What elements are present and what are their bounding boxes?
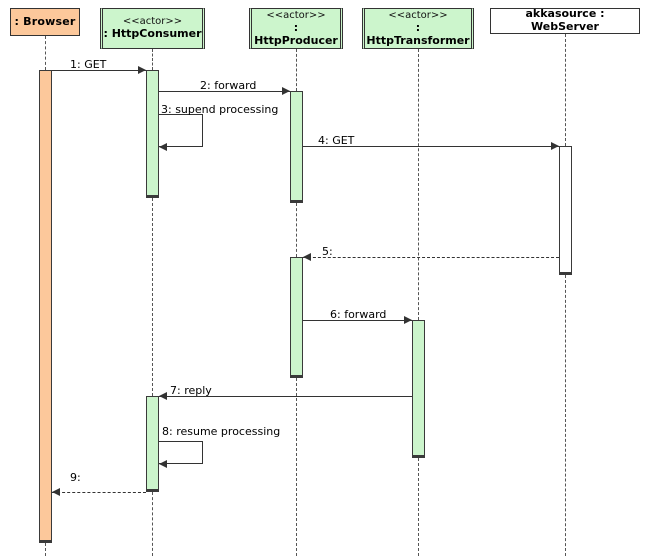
message-label-1: 1: GET bbox=[70, 58, 107, 71]
participant-name: : HttpTransformer bbox=[366, 21, 470, 47]
message-line-1 bbox=[52, 70, 146, 71]
participant-browser: : Browser bbox=[10, 8, 80, 36]
lifeline-browser bbox=[45, 543, 46, 556]
message-label-4: 4: GET bbox=[318, 134, 355, 147]
lifeline-httpconsumer bbox=[152, 492, 153, 556]
participant-httpconsumer: <<actor>>: HttpConsumer bbox=[100, 8, 205, 49]
message-label-5: 5: bbox=[322, 245, 333, 258]
arrowhead-6 bbox=[404, 316, 412, 324]
lifeline-httpconsumer bbox=[152, 198, 153, 396]
lifeline-httpconsumer bbox=[152, 49, 153, 70]
activation-act-consumer-2 bbox=[146, 396, 159, 492]
message-line-4 bbox=[303, 146, 559, 147]
lifeline-httpproducer bbox=[296, 203, 297, 257]
participant-stereotype: <<actor>> bbox=[388, 9, 448, 21]
lifeline-webserver bbox=[565, 34, 566, 146]
participant-name: akkasource : WebServer bbox=[525, 7, 605, 33]
arrowhead-5 bbox=[303, 253, 311, 261]
message-label-8: 8: resume processing bbox=[162, 425, 281, 438]
message-label-7: 7: reply bbox=[170, 384, 212, 397]
self-message-3 bbox=[159, 114, 203, 147]
participant-stereotype: <<actor>> bbox=[122, 15, 183, 27]
lifeline-webserver bbox=[565, 275, 566, 556]
arrowhead-4 bbox=[551, 142, 559, 150]
arrowhead-2 bbox=[282, 87, 290, 95]
activation-act-transformer-1 bbox=[412, 320, 425, 458]
activation-act-browser bbox=[39, 70, 52, 543]
message-label-6: 6: forward bbox=[330, 308, 387, 321]
activation-act-consumer-1 bbox=[146, 70, 159, 198]
lifeline-httptransformer bbox=[418, 458, 419, 556]
arrowhead-9 bbox=[52, 488, 60, 496]
participant-name: : HttpConsumer bbox=[103, 27, 202, 41]
arrowhead-7 bbox=[159, 392, 167, 400]
participant-httpproducer: <<actor>>: HttpProducer bbox=[249, 8, 343, 49]
arrowhead-1 bbox=[138, 66, 146, 74]
participant-name: : HttpProducer bbox=[254, 21, 338, 47]
lifeline-browser bbox=[45, 36, 46, 70]
message-line-6 bbox=[303, 320, 412, 321]
lifeline-httpproducer bbox=[296, 49, 297, 91]
message-label-2: 2: forward bbox=[200, 79, 257, 92]
participant-name: : Browser bbox=[14, 14, 76, 28]
arrowhead-3 bbox=[159, 143, 167, 151]
activation-act-producer-1 bbox=[290, 91, 303, 203]
message-line-5 bbox=[303, 257, 559, 258]
message-label-3: 3: supend processing bbox=[161, 103, 279, 116]
message-line-2 bbox=[159, 91, 290, 92]
activation-act-producer-2 bbox=[290, 257, 303, 378]
participant-httptransformer: <<actor>>: HttpTransformer bbox=[362, 8, 474, 49]
activation-act-webserver-1 bbox=[559, 146, 572, 275]
message-label-9: 9: bbox=[70, 471, 81, 484]
participant-webserver: akkasource : WebServer bbox=[490, 7, 640, 34]
message-line-7 bbox=[159, 396, 412, 397]
self-message-8 bbox=[159, 441, 203, 464]
participant-stereotype: <<actor>> bbox=[266, 9, 326, 21]
lifeline-httpproducer bbox=[296, 378, 297, 556]
message-line-9 bbox=[52, 492, 146, 493]
arrowhead-8 bbox=[159, 460, 167, 468]
lifeline-httptransformer bbox=[418, 49, 419, 320]
